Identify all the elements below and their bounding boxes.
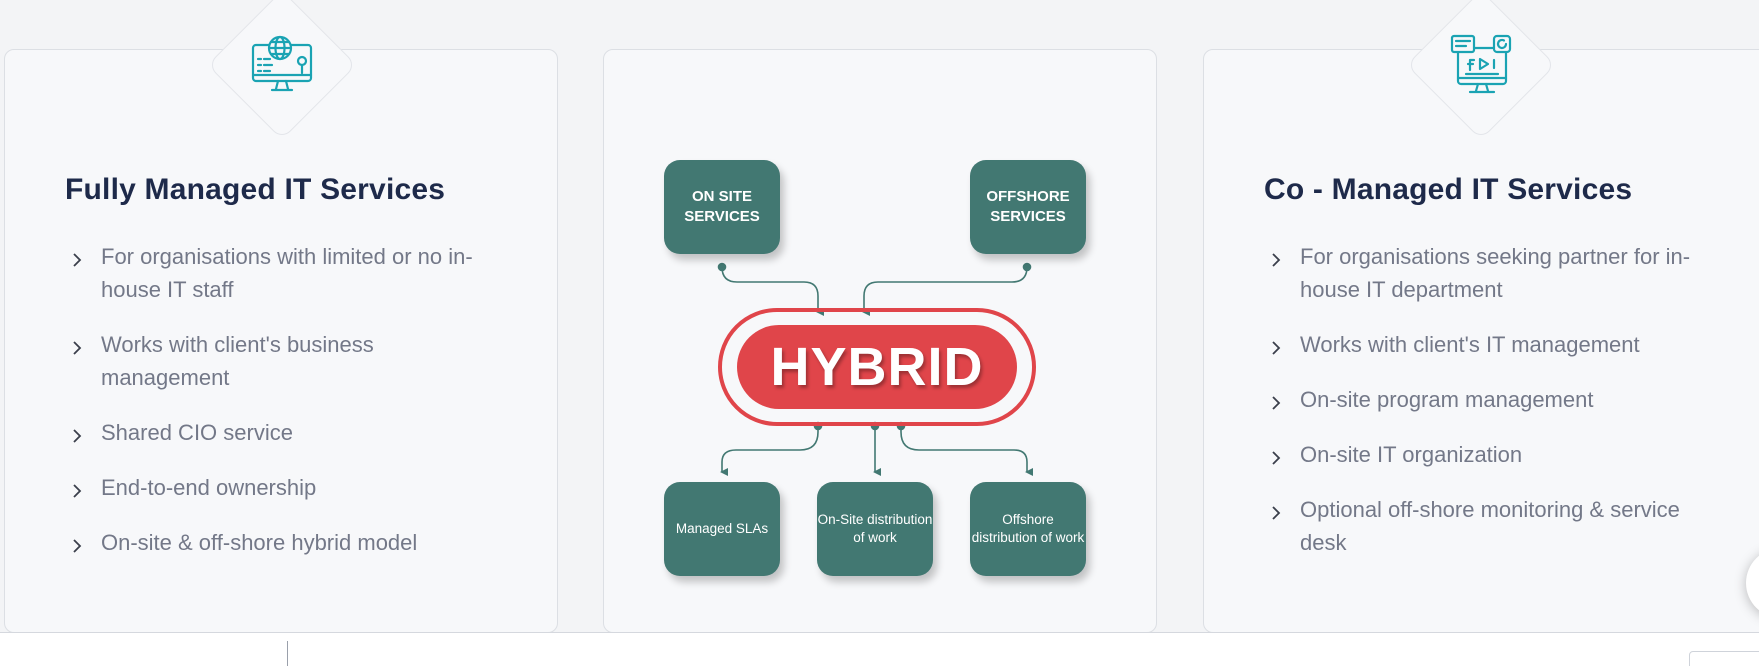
hybrid-outline — [718, 308, 1036, 426]
chevron-right-icon — [1272, 253, 1281, 267]
feature-list: For organisations seeking partner for in… — [1264, 240, 1704, 581]
card-title: Fully Managed IT Services — [65, 173, 446, 206]
list-item: Optional off-shore monitoring & service … — [1264, 493, 1704, 559]
managed-slas-node: Managed SLAs — [664, 482, 780, 576]
list-item: Works with client's IT management — [1264, 328, 1704, 361]
list-item-text: Optional off-shore monitoring & service … — [1300, 497, 1680, 555]
offshore-distribution-node: Offshore distribution of work — [970, 482, 1086, 576]
feature-list: For organisations with limited or no in-… — [65, 240, 495, 581]
chevron-right-icon — [73, 429, 82, 443]
chevron-right-icon — [73, 539, 82, 553]
chevron-right-icon — [1272, 341, 1281, 355]
list-item-text: For organisations with limited or no in-… — [101, 244, 473, 302]
chevron-right-icon — [73, 253, 82, 267]
onsite-distribution-node: On-Site distribution of work — [817, 482, 933, 576]
bottom-bar — [0, 632, 1759, 666]
list-item-text: End-to-end ownership — [101, 475, 317, 500]
hybrid-label: HYBRID — [737, 325, 1017, 409]
list-item: Shared CIO service — [65, 416, 495, 449]
card-title: Co - Managed IT Services — [1264, 173, 1633, 206]
computer-globe-icon — [251, 35, 313, 92]
list-item-text: Shared CIO service — [101, 420, 293, 445]
list-item: On-site IT organization — [1264, 438, 1704, 471]
fully-managed-icon-badge — [207, 0, 357, 140]
chevron-right-icon — [1272, 451, 1281, 465]
chevron-right-icon — [1272, 506, 1281, 520]
chevron-right-icon — [73, 341, 82, 355]
fully-managed-card: Fully Managed IT Services For organisati… — [4, 0, 558, 633]
divider — [287, 641, 288, 666]
chevron-right-icon — [73, 484, 82, 498]
list-item-text: Works with client's IT management — [1300, 332, 1640, 357]
hybrid-model-card: ON SITE SERVICES OFFSHORE SERVICES HYBRI… — [603, 49, 1157, 633]
list-item-text: Works with client's business management — [101, 332, 374, 390]
list-item-text: On-site IT organization — [1300, 442, 1523, 467]
list-item: On-site program management — [1264, 383, 1704, 416]
co-managed-icon-badge — [1406, 0, 1556, 140]
list-item-text: On-site & off-shore hybrid model — [101, 530, 418, 555]
list-item: For organisations seeking partner for in… — [1264, 240, 1704, 306]
list-item-text: On-site program management — [1300, 387, 1594, 412]
monitor-media-icon — [1450, 34, 1512, 94]
bottom-right-control[interactable] — [1689, 651, 1759, 666]
offshore-services-node: OFFSHORE SERVICES — [970, 160, 1086, 254]
on-site-services-node: ON SITE SERVICES — [664, 160, 780, 254]
list-item: End-to-end ownership — [65, 471, 495, 504]
list-item: Works with client's business management — [65, 328, 495, 394]
co-managed-card: Co - Managed IT Services For organisatio… — [1203, 0, 1759, 633]
list-item-text: For organisations seeking partner for in… — [1300, 244, 1691, 302]
list-item: For organisations with limited or no in-… — [65, 240, 495, 306]
chevron-right-icon — [1272, 396, 1281, 410]
list-item: On-site & off-shore hybrid model — [65, 526, 495, 559]
